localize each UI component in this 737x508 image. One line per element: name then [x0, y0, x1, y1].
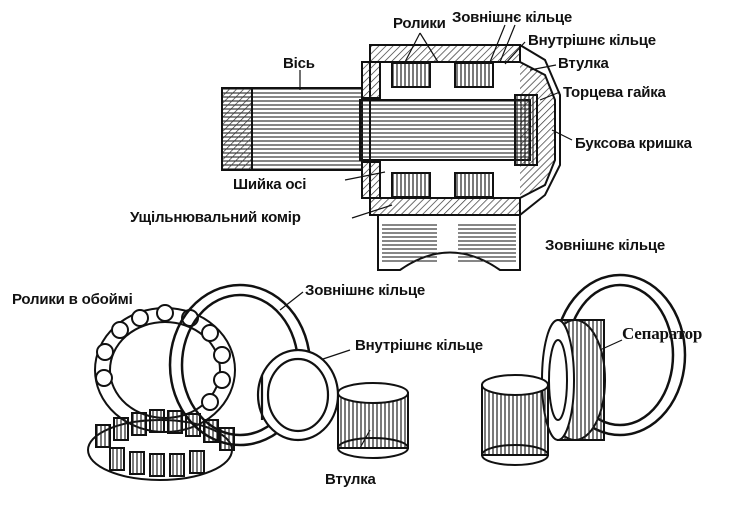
label-end-nut: Торцева гайка	[563, 84, 666, 101]
axle-box-assembly	[221, 44, 561, 271]
lower-rollers	[391, 172, 494, 198]
label-inner-ring-top: Внутрішнє кільце	[528, 32, 656, 49]
label-outer-ring-left: Зовнішнє кільце	[305, 282, 426, 299]
label-axle-journal: Шийка осі	[233, 176, 307, 193]
label-separator: Сепаратор	[622, 324, 703, 343]
inner-ring	[256, 348, 340, 442]
end-nut	[514, 94, 538, 166]
label-bushing-top: Втулка	[558, 55, 609, 72]
leader-lines	[279, 24, 623, 449]
label-seal-collar: Ущільнювальний комір	[130, 209, 301, 226]
housing-top-wall	[369, 44, 521, 63]
housing-bottom-wall	[369, 197, 521, 216]
label-outer-ring-right: Зовнішнє кільце	[545, 237, 666, 254]
label-rollers-in-cage: Ролики в обоймі	[12, 291, 133, 308]
label-axle: Вісь	[283, 55, 315, 72]
label-end-cover: Буксова кришка	[575, 135, 692, 152]
roller-cage	[87, 304, 236, 481]
separator-cage	[541, 319, 606, 441]
upper-rollers	[391, 62, 494, 88]
housing-base-left	[382, 222, 437, 262]
bushing-left	[337, 382, 409, 459]
housing-left-seal	[361, 61, 381, 99]
housing-base	[377, 215, 521, 270]
axle-journal	[359, 99, 531, 161]
label-rolyky: Ролики	[393, 15, 446, 32]
housing-left-seal-low	[361, 161, 381, 199]
housing-base-right	[458, 222, 516, 262]
label-bushing-bottom: Втулка	[325, 471, 376, 488]
label-inner-ring-bottom: Внутрішнє кільце	[355, 337, 483, 354]
bushing-right	[481, 374, 549, 466]
axle-end	[221, 87, 253, 171]
label-outer-ring-top: Зовнішнє кільце	[452, 9, 573, 26]
